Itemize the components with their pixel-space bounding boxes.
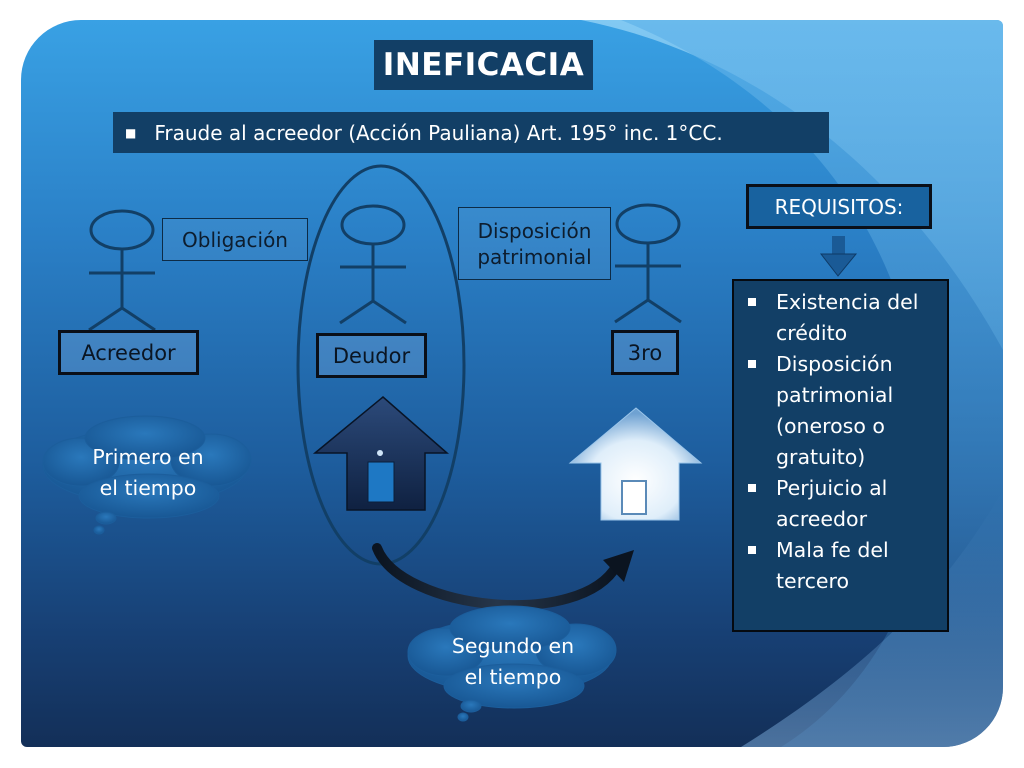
- stick-figure-icon: [88, 209, 156, 332]
- thought-cloud-icon: [407, 605, 617, 722]
- subtitle-banner: ■ Fraude al acreedor (Acción Pauliana) A…: [113, 112, 829, 153]
- page-title: INEFICACIA: [374, 40, 593, 90]
- curved-arrow-icon: [372, 543, 634, 611]
- down-arrow-icon: [819, 236, 858, 277]
- label-obligacion: Obligación: [162, 218, 308, 261]
- cloud-primero-text: Primero en el tiempo: [92, 445, 204, 500]
- list-item: Perjuicio al acreedor: [744, 473, 939, 535]
- person-tercero: 3ro: [611, 330, 679, 375]
- label-disposicion-patrimonial: Disposición patrimonial: [458, 207, 611, 280]
- house-icon: [312, 396, 449, 511]
- requisitos-list: Existencia del crédito Disposición patri…: [732, 279, 949, 632]
- stick-figure-icon: [339, 204, 407, 325]
- thought-cloud-icon: [42, 415, 252, 535]
- person-acreedor: Acreedor: [58, 330, 199, 375]
- square-bullet-icon: ■: [125, 125, 137, 140]
- list-item: Disposición patrimonial (oneroso o gratu…: [744, 349, 939, 473]
- person-deudor: Deudor: [316, 333, 427, 378]
- house-icon: [568, 407, 703, 521]
- stick-figure-icon: [614, 203, 682, 324]
- requisitos-heading: REQUISITOS:: [746, 184, 932, 229]
- list-item: Mala fe del tercero: [744, 535, 939, 597]
- cloud-segundo-text: Segundo en el tiempo: [451, 634, 575, 689]
- diagram-graphics: [42, 164, 858, 722]
- subtitle-text: Fraude al acreedor (Acción Pauliana) Art…: [154, 120, 723, 145]
- list-item: Existencia del crédito: [744, 287, 939, 349]
